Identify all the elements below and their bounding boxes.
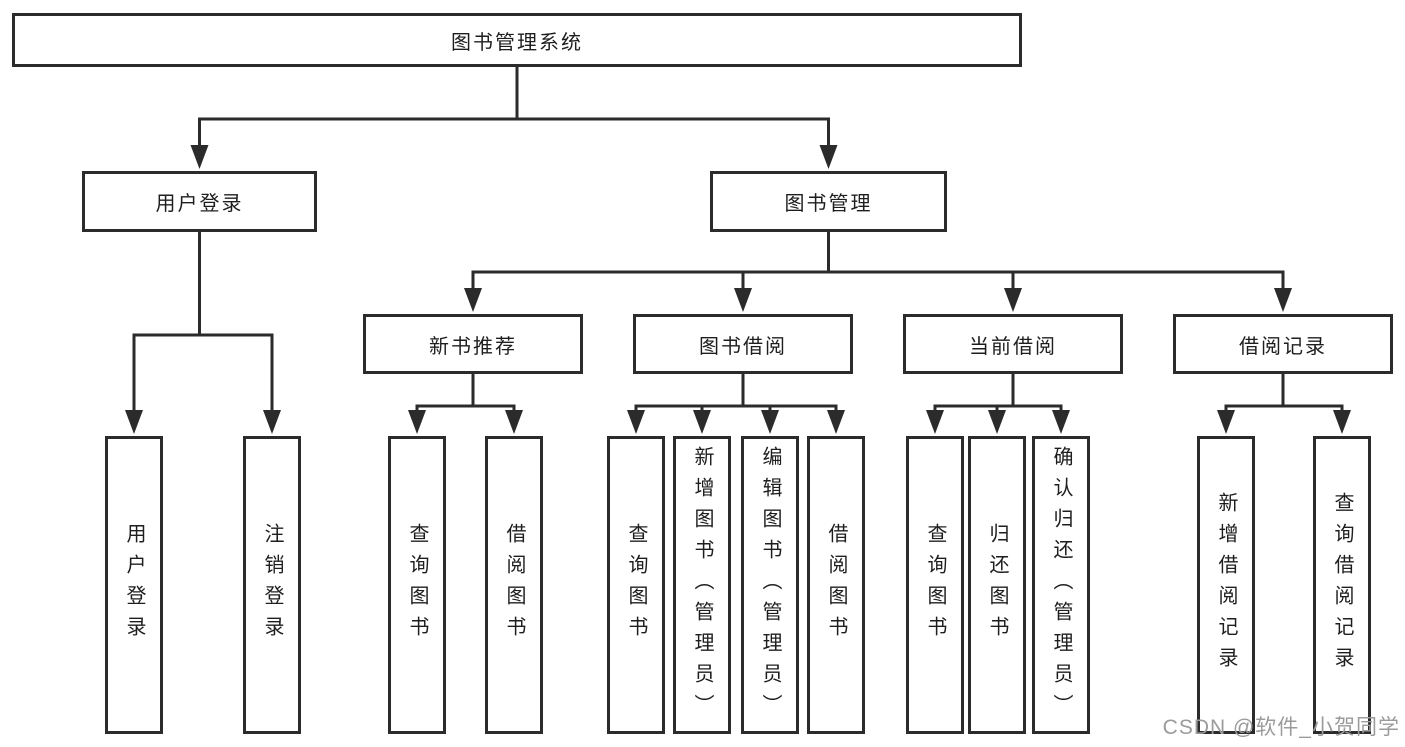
node-label: 注销登录 <box>261 523 283 647</box>
node-leaf-confirm-return-admin: 确认归还（管理员） <box>1032 436 1090 734</box>
node-label: 新书推荐 <box>429 335 517 358</box>
node-label: 编辑图书（管理员） <box>759 445 781 725</box>
node-leaf-query-books-newbook: 查询图书 <box>388 436 446 734</box>
node-label: 新增图书（管理员） <box>691 445 713 725</box>
node-book-management: 图书管理 <box>710 171 947 232</box>
node-leaf-return-book: 归还图书 <box>968 436 1026 734</box>
node-leaf-query-books-borrow: 查询图书 <box>607 436 665 734</box>
node-leaf-logout: 注销登录 <box>243 436 301 734</box>
node-label: 图书管理 <box>784 193 873 215</box>
node-leaf-borrow-books: 借阅图书 <box>807 436 865 734</box>
node-leaf-edit-book-admin: 编辑图书（管理员） <box>741 436 799 734</box>
node-label: 新增借阅记录 <box>1215 492 1237 678</box>
node-book-borrowing: 图书借阅 <box>633 314 853 374</box>
node-label: 图书管理系统 <box>451 31 583 54</box>
csdn-watermark: CSDN @软件_小贺同学 <box>1162 716 1400 739</box>
node-label: 借阅记录 <box>1239 335 1327 358</box>
node-leaf-query-borrow-record: 查询借阅记录 <box>1313 436 1371 734</box>
node-label: 借阅图书 <box>503 523 525 647</box>
node-borrowing-records: 借阅记录 <box>1173 314 1393 374</box>
node-label: 用户登录 <box>123 523 145 647</box>
node-label: 用户登录 <box>155 193 244 215</box>
node-label: 当前借阅 <box>969 335 1057 358</box>
node-leaf-user-login: 用户登录 <box>105 436 163 734</box>
node-label: 查询图书 <box>406 523 428 647</box>
node-label: 归还图书 <box>986 523 1008 647</box>
node-label: 查询借阅记录 <box>1331 492 1353 678</box>
node-label: 借阅图书 <box>825 523 847 647</box>
node-label: 查询图书 <box>625 523 647 647</box>
node-user-login: 用户登录 <box>82 171 317 232</box>
node-current-borrowing: 当前借阅 <box>903 314 1123 374</box>
node-label: 查询图书 <box>924 523 946 647</box>
node-leaf-query-books-current: 查询图书 <box>906 436 964 734</box>
node-leaf-add-book-admin: 新增图书（管理员） <box>673 436 731 734</box>
node-label: 图书借阅 <box>699 335 787 358</box>
node-leaf-add-borrow-record: 新增借阅记录 <box>1197 436 1255 734</box>
node-label: 确认归还（管理员） <box>1050 445 1072 725</box>
node-book-management-system: 图书管理系统 <box>12 13 1022 67</box>
node-leaf-borrow-books-newbook: 借阅图书 <box>485 436 543 734</box>
node-new-book-recommendation: 新书推荐 <box>363 314 583 374</box>
